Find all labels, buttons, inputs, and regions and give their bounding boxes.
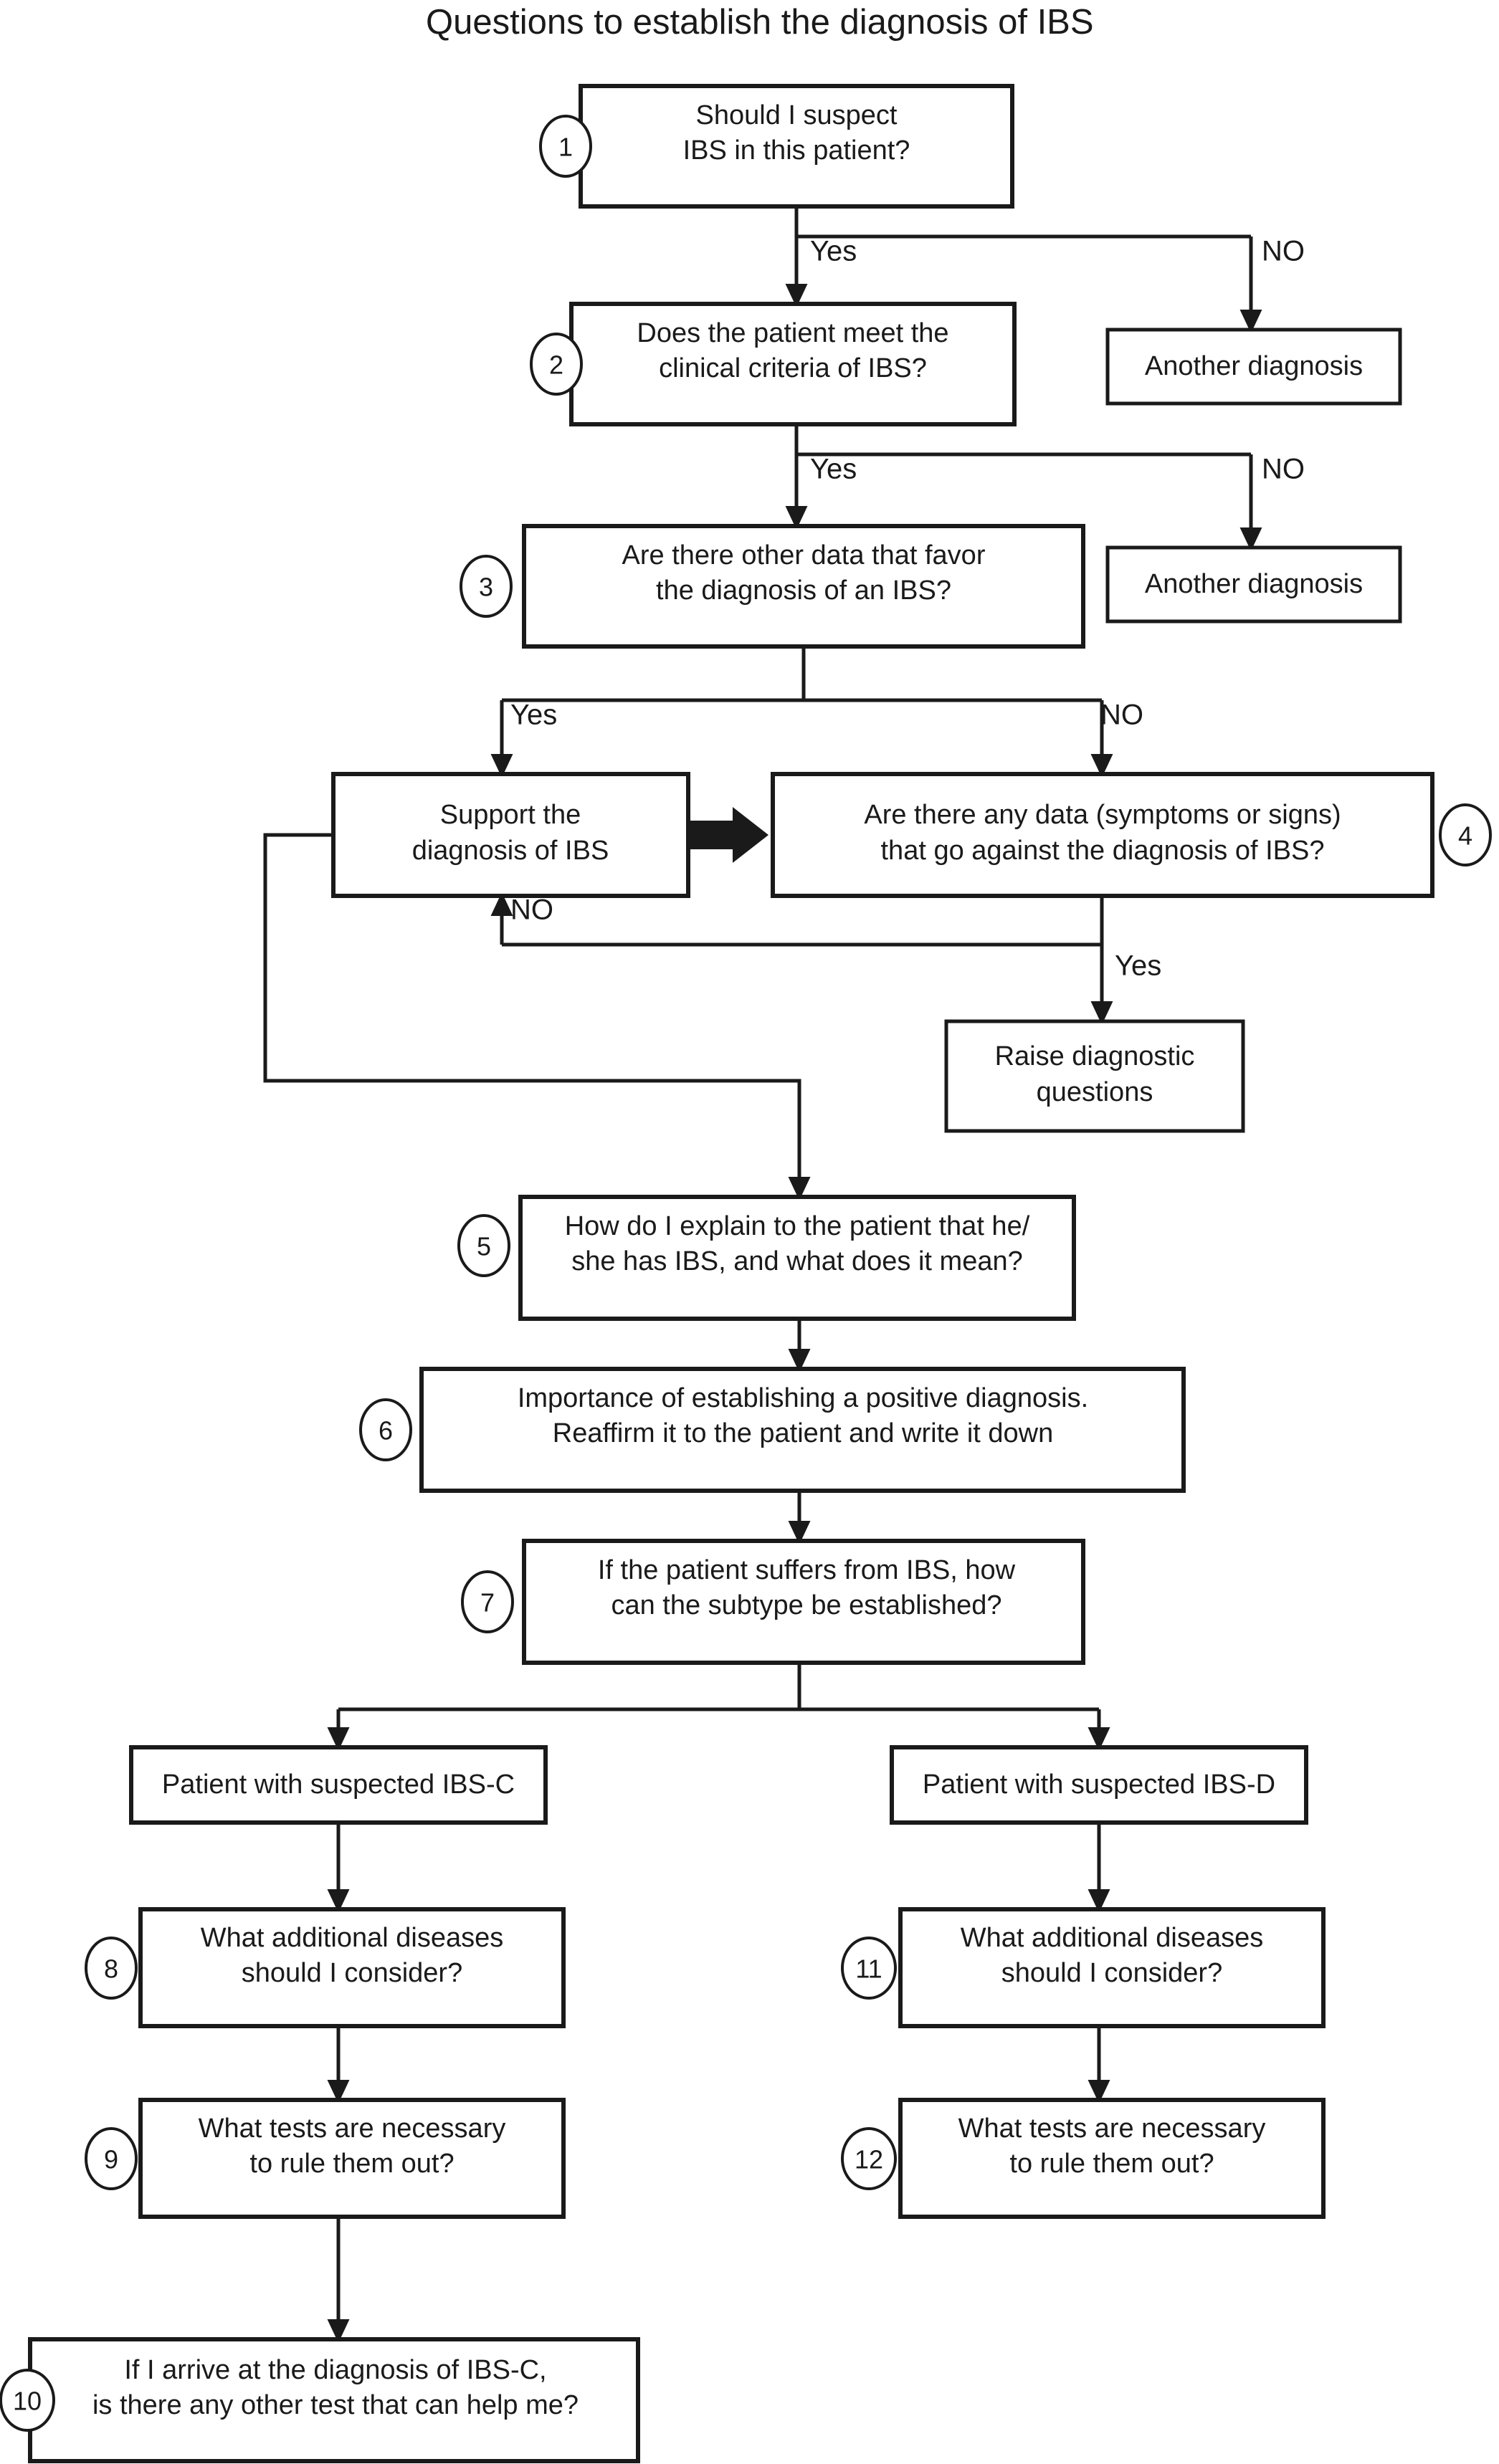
node-raise-diagnostic-questions[interactable]: Raise diagnostic questions	[944, 1019, 1245, 1133]
node-number-badge-3: 3	[460, 555, 513, 618]
edge-labels: Yes NO Yes NO Yes NO NO Yes	[510, 236, 1305, 982]
node-text-line: What tests are necessary	[199, 2114, 506, 2144]
node-positive-diagnosis-importance[interactable]: Importance of establishing a positive di…	[419, 1367, 1186, 1493]
node-text-line: should I consider?	[242, 1958, 462, 1988]
node-text-line: Are there other data that favor	[622, 540, 986, 570]
node-text-line: Another diagnosis	[1145, 351, 1363, 381]
node-another-diagnosis-2[interactable]: Another diagnosis	[1105, 545, 1402, 624]
node-number: 10	[13, 2387, 42, 2416]
node-text-line: Patient with suspected IBS-C	[162, 1770, 515, 1800]
node-text-line: to rule them out?	[249, 2149, 454, 2179]
edge-label-no: NO	[510, 894, 553, 926]
edge-label-yes: Yes	[810, 236, 857, 267]
node-text-line: Patient with suspected IBS-D	[923, 1770, 1275, 1800]
node-text-line: she has IBS, and what does it mean?	[571, 1246, 1023, 1276]
node-text-line: can the subtype be established?	[611, 1590, 1001, 1620]
node-number: 5	[477, 1232, 491, 1261]
edge-label-no: NO	[1100, 699, 1143, 731]
node-number-badge-9: 9	[85, 2127, 138, 2190]
node-additional-diseases-d[interactable]: What additional diseases should I consid…	[898, 1907, 1326, 2028]
edge-support-n4-thick	[690, 807, 768, 863]
node-should-i-suspect[interactable]: Should I suspect IBS in this patient?	[579, 84, 1014, 209]
node-number: 7	[480, 1588, 495, 1618]
node-text-line: diagnosis of IBS	[412, 836, 609, 866]
node-text-line: that go against the diagnosis of IBS?	[881, 836, 1325, 866]
node-number: 1	[558, 133, 573, 162]
node-tests-necessary-d[interactable]: What tests are necessary to rule them ou…	[898, 2098, 1326, 2219]
node-other-test-help-c[interactable]: If I arrive at the diagnosis of IBS-C, i…	[28, 2337, 640, 2463]
node-text-line: What tests are necessary	[958, 2114, 1266, 2144]
node-text-line: How do I explain to the patient that he/	[565, 1211, 1030, 1241]
nodes: Should I suspect IBS in this patient? 1 …	[0, 84, 1492, 2463]
node-text-line: IBS in this patient?	[683, 135, 910, 166]
node-number: 9	[104, 2145, 118, 2174]
node-number-badge-5: 5	[457, 1214, 510, 1277]
node-other-data-favor[interactable]: Are there other data that favor the diag…	[522, 524, 1085, 649]
node-text-line: should I consider?	[1001, 1958, 1222, 1988]
node-number: 4	[1458, 821, 1472, 851]
node-text-line: What additional diseases	[201, 1923, 503, 1953]
node-text-line: the diagnosis of an IBS?	[656, 576, 951, 606]
connectors	[263, 206, 1262, 2343]
node-text-line: Another diagnosis	[1145, 569, 1363, 599]
node-subtype-established[interactable]: If the patient suffers from IBS, how can…	[522, 1539, 1085, 1665]
node-text-line: is there any other test that can help me…	[92, 2390, 579, 2420]
node-text-line: What additional diseases	[961, 1923, 1263, 1953]
node-number-badge-2: 2	[530, 333, 583, 396]
node-text-line: Should I suspect	[696, 100, 898, 130]
edge-label-yes: Yes	[810, 454, 857, 485]
node-number-badge-8: 8	[85, 1937, 138, 2000]
node-clinical-criteria[interactable]: Does the patient meet the clinical crite…	[569, 302, 1017, 426]
edge-label-no: NO	[1262, 236, 1305, 267]
edge-support-loop-n5	[263, 833, 811, 1200]
node-number-badge-11: 11	[841, 1937, 897, 2000]
node-support-diagnosis[interactable]: Support the diagnosis of IBS	[331, 772, 690, 898]
node-text-line: Reaffirm it to the patient and write it …	[553, 1418, 1053, 1448]
node-tests-necessary-c[interactable]: What tests are necessary to rule them ou…	[138, 2098, 566, 2219]
edge-label-yes: Yes	[1115, 950, 1161, 982]
node-text-line: questions	[1037, 1077, 1153, 1107]
node-number-badge-10: 10	[0, 2369, 55, 2432]
node-number-badge-12: 12	[841, 2127, 897, 2190]
node-text-line: Support the	[440, 800, 581, 830]
node-explain-to-patient[interactable]: How do I explain to the patient that he/…	[518, 1195, 1076, 1321]
node-number-badge-7: 7	[461, 1570, 514, 1633]
node-text-line: Are there any data (symptoms or signs)	[864, 800, 1341, 830]
node-text-line: If I arrive at the diagnosis of IBS-C,	[124, 2355, 546, 2385]
edge-label-no: NO	[1262, 454, 1305, 485]
node-number: 12	[855, 2145, 883, 2174]
node-number: 3	[479, 573, 493, 602]
node-patient-suspected-ibs-d[interactable]: Patient with suspected IBS-D	[890, 1745, 1308, 1825]
node-number-badge-6: 6	[359, 1398, 412, 1461]
node-number-badge-1: 1	[539, 115, 592, 178]
page-title: Questions to establish the diagnosis of …	[426, 3, 1094, 42]
node-data-against-diagnosis[interactable]: Are there any data (symptoms or signs) t…	[771, 772, 1434, 898]
node-number: 2	[549, 350, 563, 380]
node-text-line: clinical criteria of IBS?	[659, 353, 927, 383]
node-text-line: Does the patient meet the	[637, 318, 948, 348]
edge-label-yes: Yes	[510, 699, 557, 731]
node-number: 11	[855, 1954, 882, 1984]
node-text-line: Raise diagnostic	[995, 1041, 1195, 1071]
node-text-line: to rule them out?	[1009, 2149, 1214, 2179]
node-number: 8	[104, 1954, 118, 1984]
node-text-line: Importance of establishing a positive di…	[518, 1383, 1088, 1413]
node-patient-suspected-ibs-c[interactable]: Patient with suspected IBS-C	[129, 1745, 548, 1825]
node-text-line: If the patient suffers from IBS, how	[598, 1555, 1016, 1585]
node-another-diagnosis-1[interactable]: Another diagnosis	[1105, 328, 1402, 406]
node-additional-diseases-c[interactable]: What additional diseases should I consid…	[138, 1907, 566, 2028]
node-number: 6	[379, 1416, 393, 1446]
node-number-badge-4: 4	[1439, 803, 1492, 866]
